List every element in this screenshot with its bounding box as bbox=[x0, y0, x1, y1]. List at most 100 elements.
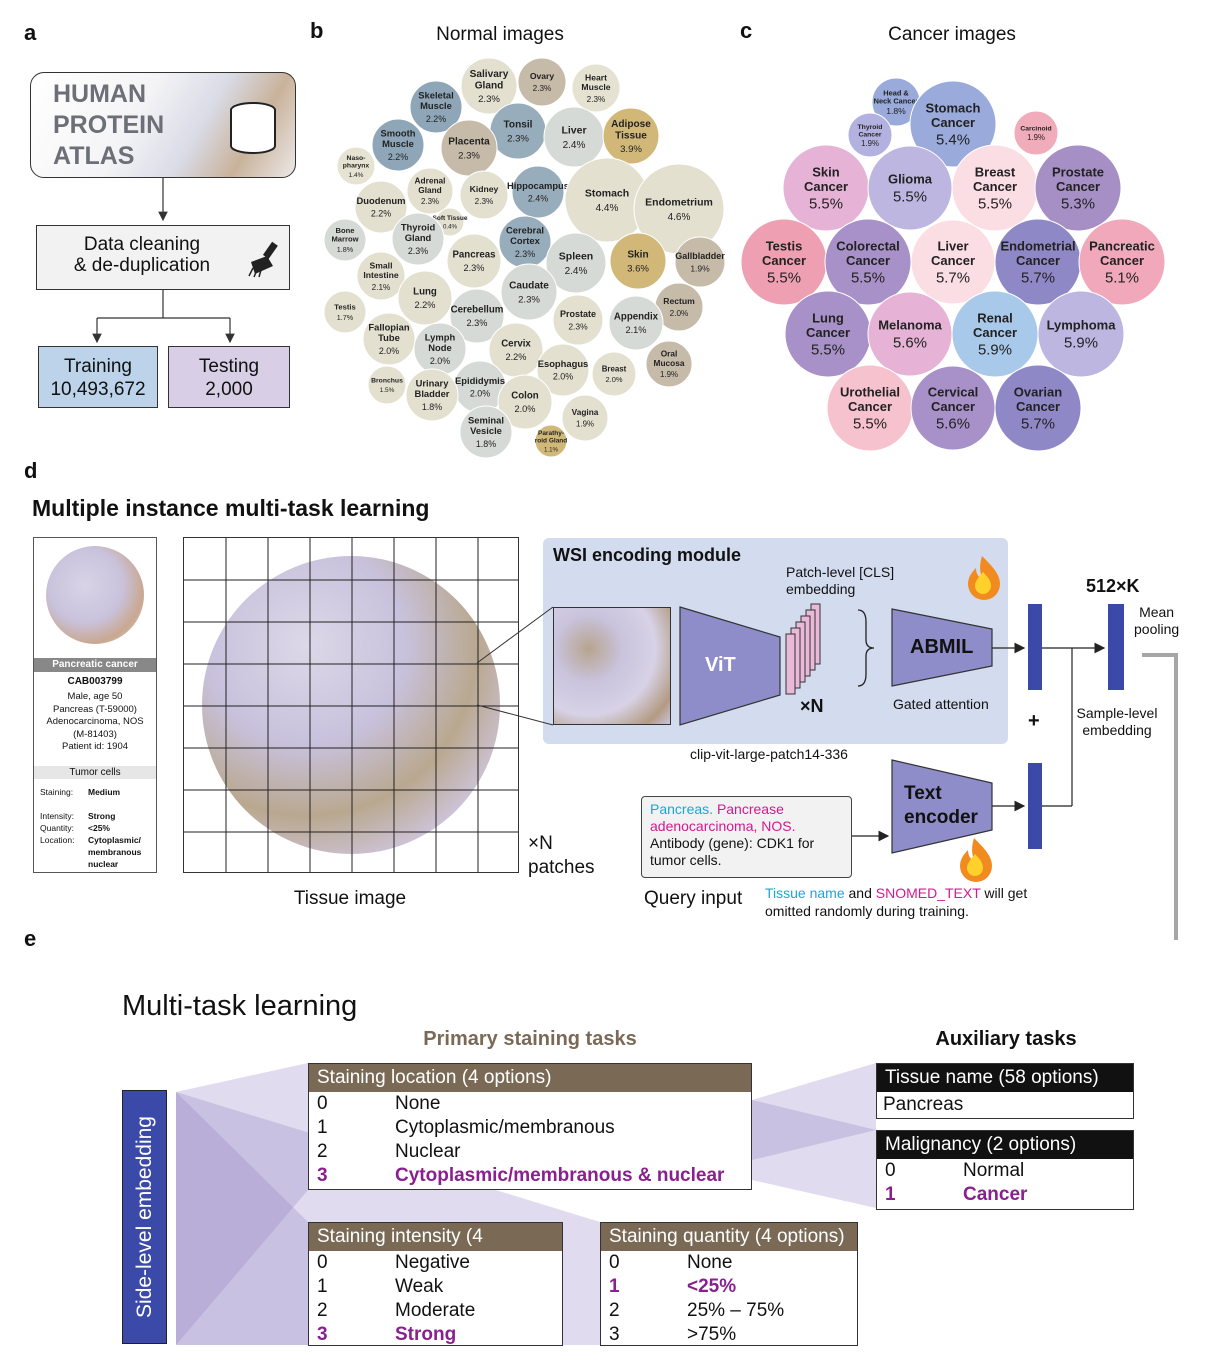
clip-model-label: clip-vit-large-patch14-336 bbox=[690, 746, 848, 762]
task-head: Staining intensity (4 options) bbox=[309, 1223, 562, 1271]
bubble-label: Smooth bbox=[381, 128, 416, 139]
bubble-label: Cervix bbox=[501, 339, 531, 350]
bubble-label: Cortex bbox=[510, 235, 540, 246]
card-info-1: Male, age 50 bbox=[67, 691, 123, 702]
card-id: CAB003799 bbox=[67, 676, 123, 687]
bubble-percent: 2.0% bbox=[605, 375, 622, 384]
bubble-circle bbox=[536, 343, 590, 397]
vit-label: ViT bbox=[705, 654, 736, 676]
bubble-circle bbox=[1037, 290, 1125, 378]
bubble-circle bbox=[406, 167, 454, 215]
option-index: 3 bbox=[317, 1165, 328, 1186]
bubble-percent: 1.8% bbox=[476, 439, 496, 449]
option-label: 25% – 75% bbox=[687, 1300, 785, 1321]
bubble-circle bbox=[371, 118, 425, 172]
task-head: Staining quantity (4 options) bbox=[601, 1223, 857, 1251]
bubble-circle bbox=[1078, 218, 1166, 306]
bubble-label: roid Gland bbox=[535, 437, 568, 444]
bubble-label: pharynx bbox=[343, 163, 370, 170]
option-label: >75% bbox=[687, 1324, 737, 1345]
sample-thumbnail bbox=[46, 546, 144, 644]
task-head: Tissue name (58 options) bbox=[877, 1064, 1133, 1092]
bubble-circle bbox=[534, 424, 568, 458]
bubble-percent: 5.9% bbox=[978, 343, 1012, 359]
cleaning-line-2: & de-duplication bbox=[73, 255, 211, 276]
bubble-label: Esophagus bbox=[538, 358, 589, 369]
abmil-label: ABMIL bbox=[910, 636, 974, 658]
bubble-percent: 2.3% bbox=[515, 249, 535, 259]
note-line-2: omitted randomly during training. bbox=[765, 903, 969, 919]
bubble-percent: 2.2% bbox=[371, 209, 391, 219]
bubble-label: Soft Tissue bbox=[433, 215, 468, 222]
cleaning-line-1: Data cleaning bbox=[83, 234, 201, 255]
bubble-percent: 2.3% bbox=[467, 318, 488, 328]
bubble-percent: 2.3% bbox=[507, 133, 529, 144]
bubble-label: Ovary bbox=[530, 71, 555, 81]
card-info-5: Patient id: 1904 bbox=[61, 741, 129, 752]
bubble-label: Caudate bbox=[509, 281, 549, 292]
bubble-label: Gallbladder bbox=[675, 251, 725, 261]
panel-label-b: b bbox=[310, 18, 324, 43]
card-info-3: Adenocarcinoma, NOS bbox=[46, 716, 144, 727]
bubble-label: Cervical bbox=[928, 384, 979, 399]
bubble-label: Head & bbox=[883, 88, 909, 97]
bubble-label: Node bbox=[428, 342, 451, 353]
cancer-bubble-chart: Head &Neck Cancer1.8%StomachCancer5.4%Th… bbox=[740, 77, 1166, 452]
bubble-label: Lung bbox=[812, 310, 844, 325]
bubble-label: Seminal bbox=[468, 415, 504, 426]
bubble-circle bbox=[323, 290, 367, 334]
bubble-percent: 1.8% bbox=[337, 245, 354, 254]
bubble-label: Muscle bbox=[420, 100, 452, 111]
bubble-label: Urinary bbox=[416, 378, 450, 389]
bubble-label: Breast bbox=[602, 364, 627, 373]
bubble-label: Mucosa bbox=[654, 358, 685, 368]
option-label: Cytoplasmic/membranous & nuclear bbox=[395, 1165, 725, 1186]
bubble-percent: 4.6% bbox=[668, 212, 691, 223]
bubble-label: Muscle bbox=[382, 138, 414, 149]
wsi-title: WSI encoding module bbox=[553, 545, 741, 565]
tissue-grid bbox=[183, 537, 519, 873]
bubble-label: Cancer bbox=[858, 132, 881, 139]
patch-cls-line-2: embedding bbox=[786, 581, 856, 597]
query-input-box: Pancreas. Pancrease adenocarcinoma, NOS.… bbox=[641, 796, 852, 878]
bubble: Breast 2.0% bbox=[591, 351, 637, 397]
bubble-label: Heart bbox=[585, 72, 607, 82]
bubble-label: Stomach bbox=[585, 187, 629, 199]
card-row-value: <25% bbox=[88, 823, 110, 833]
sample-level-line-2: embedding bbox=[1082, 722, 1152, 738]
bubble-circle bbox=[459, 170, 509, 220]
bubble-percent: 0.4% bbox=[443, 224, 458, 231]
bubble-label: Gland bbox=[475, 80, 504, 91]
bubble-label: Liver bbox=[561, 124, 586, 136]
bubble-label: Tonsil bbox=[504, 120, 533, 131]
bubble-percent: 2.1% bbox=[626, 325, 647, 335]
bubble-circle bbox=[460, 57, 518, 115]
auxiliary-tasks-title: Auxiliary tasks bbox=[935, 1028, 1077, 1050]
bubble-label: Cancer bbox=[931, 399, 975, 414]
